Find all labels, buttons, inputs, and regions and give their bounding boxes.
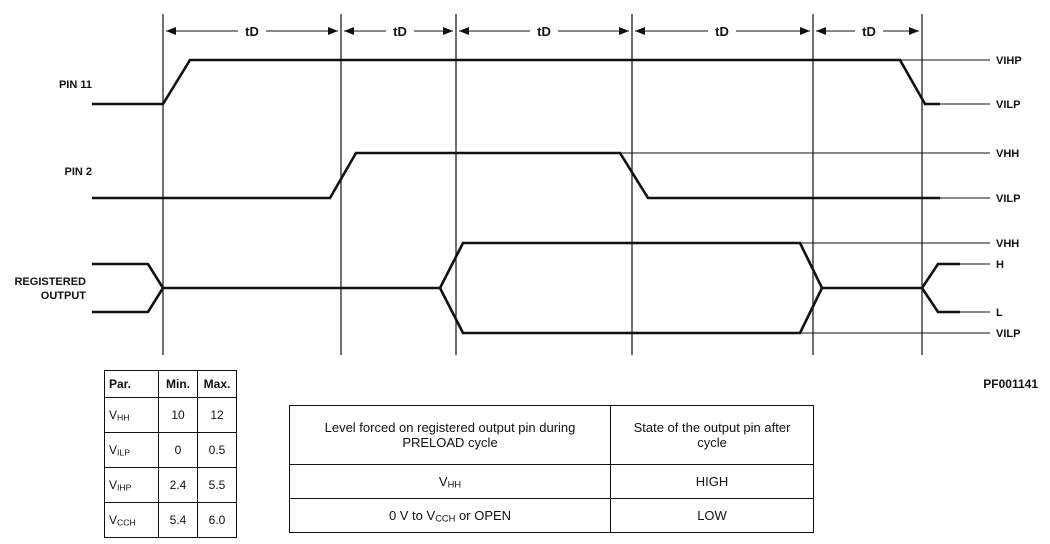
vilp-level-label: VILP [996,99,1020,111]
vhh-level-label: VHH [996,238,1019,250]
param-name: VIHP [104,467,159,503]
vihp-level-label: VIHP [996,55,1022,67]
table-row: 0 V to VCCH or OPEN LOW [289,498,814,533]
param-name: VILP [104,432,159,468]
timing-diagram: tD tD tD tD tD PIN 11 PIN 2 REGISTERED O… [14,14,1022,355]
table-row: VCCH 5.4 6.0 [104,502,237,538]
forced-level-cell: VHH [289,464,611,499]
param-min: 2.4 [158,467,198,503]
table-row: VHH 10 12 [104,397,237,433]
param-min: 0 [158,432,198,468]
forced-level-cell: 0 V to VCCH or OPEN [289,498,611,533]
td-label: tD [393,24,407,39]
pin11-label: PIN 11 [59,79,92,91]
table-header-cell: Level forced on registered output pin du… [289,405,611,465]
parameter-table: Par. Min. Max. VHH 10 12 VILP 0 0.5 VIHP… [104,370,237,538]
registered-output-label: OUTPUT [41,290,87,302]
param-name: VCCH [104,502,159,538]
table-row: VILP 0 0.5 [104,432,237,468]
td-label: tD [537,24,551,39]
high-level-label: H [996,259,1004,271]
param-max: 0.5 [197,432,237,468]
output-state-cell: HIGH [610,464,814,499]
vhh-level-label: VHH [996,148,1019,160]
td-label: tD [862,24,876,39]
param-min: 10 [158,397,198,433]
param-max: 6.0 [197,502,237,538]
table-header-cell: Min. [158,370,198,398]
preload-state-table: Level forced on registered output pin du… [289,405,814,533]
vilp-level-label: VILP [996,193,1020,205]
table-row: VHH HIGH [289,464,814,499]
timing-boundaries [162,14,923,355]
pin2-label: PIN 2 [64,166,92,178]
vilp-level-label: VILP [996,328,1020,340]
low-level-label: L [996,307,1003,319]
td-label: tD [715,24,729,39]
registered-output-waveform [92,241,960,335]
td-label: tD [245,24,259,39]
param-max: 12 [197,397,237,433]
figure-code: PF001141 [983,377,1038,391]
output-state-cell: LOW [610,498,814,533]
level-reference-lines [620,59,990,334]
pin2-waveform [92,151,940,200]
td-dimensions: tD tD tD tD tD [166,22,919,40]
table-header-row: Par. Min. Max. [104,370,237,398]
table-row: VIHP 2.4 5.5 [104,467,237,503]
param-name: VHH [104,397,159,433]
table-header-cell: State of the output pin after cycle [610,405,814,465]
registered-output-label: REGISTERED [14,276,86,288]
table-header-row: Level forced on registered output pin du… [289,405,814,465]
table-header-cell: Par. [104,370,159,398]
param-max: 5.5 [197,467,237,503]
param-min: 5.4 [158,502,198,538]
pin11-waveform [92,58,940,106]
table-header-cell: Max. [197,370,237,398]
